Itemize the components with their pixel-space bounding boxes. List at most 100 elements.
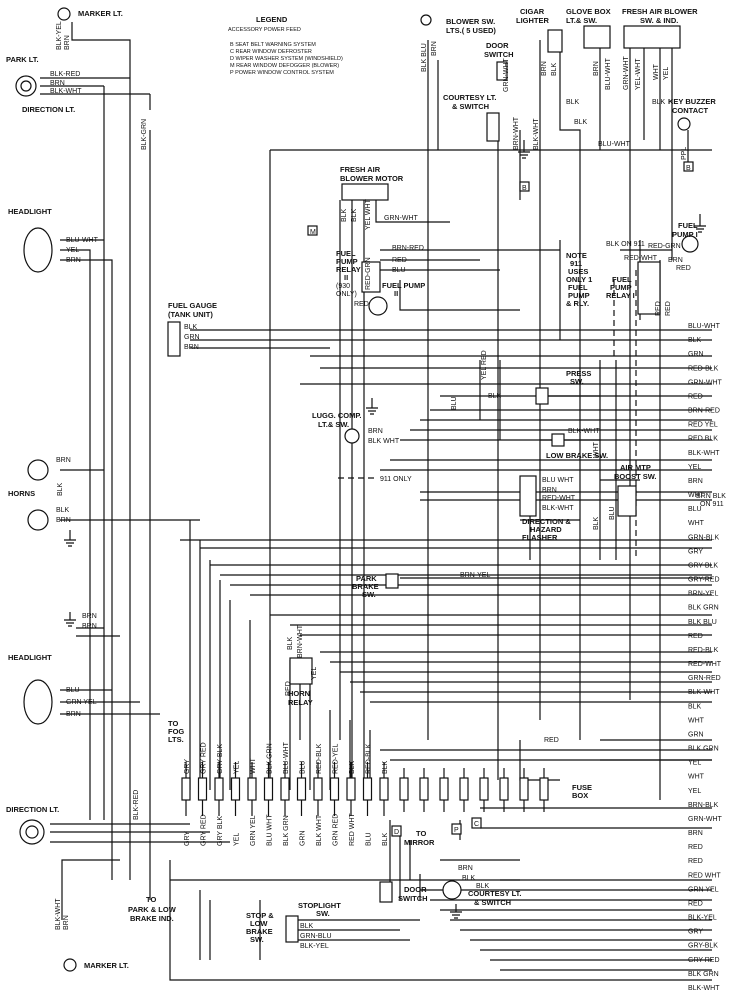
legend-item: P POWER WINDOW CONTROL SYSTEM — [230, 70, 334, 76]
direction-lt-bottom-label: DIRECTION LT. — [6, 805, 59, 814]
wire-label: YEL — [66, 247, 79, 254]
fuse-bottom-label: BLK WHT — [316, 814, 323, 846]
wire-label: GRN YEL — [66, 699, 97, 706]
courtesy-lt-top-label-2: & SWITCH — [452, 102, 489, 111]
right-wire-label: BLU — [688, 506, 702, 513]
fuse — [399, 777, 409, 801]
fuse-bottom-label: GRN YEL — [250, 815, 257, 846]
connector-letter: P — [454, 827, 459, 834]
wire-label: RED-WHT — [542, 495, 576, 502]
fresh-air-sw-label-2: SW. & IND. — [640, 16, 678, 25]
wire-label: BRN-RED — [392, 245, 424, 252]
fuel-pump-relay-2-label: RELAY — [336, 265, 361, 274]
horn-relay-label: HORN — [288, 689, 310, 698]
wire-label: BLK-RED — [50, 71, 80, 78]
wire-label: WHT — [593, 441, 600, 458]
horns-label: HORNS — [8, 489, 35, 498]
right-wire-label: RED-BLK — [688, 647, 719, 654]
wire-label: BLK-WHT — [542, 505, 574, 512]
wire-label: BRN — [593, 61, 600, 76]
stop-low-brake-label: SW. — [250, 935, 264, 944]
fuse-top-label: BLK — [349, 760, 356, 774]
right-wire-label: WHT — [688, 774, 705, 781]
right-wire-label: RED — [688, 633, 703, 640]
wire-label: BRN — [56, 517, 71, 524]
cigar-lighter-label: CIGAR — [520, 7, 545, 16]
fuel-pump-relay-2-label: (930 — [336, 283, 350, 290]
fuel-pump-2-label: II — [394, 289, 398, 298]
right-wire-label: BRN — [688, 830, 703, 837]
right-wire-label: YEL — [688, 760, 701, 767]
wire-label: BLK — [287, 636, 294, 650]
fuse-box-label-2: BOX — [572, 791, 588, 800]
right-wire-label: BLK — [688, 703, 702, 710]
ground-icon — [64, 612, 76, 627]
legend-subtitle: ACCESSORY POWER FEED — [228, 27, 301, 33]
wire-label: RED — [285, 681, 292, 696]
right-wire-label: GRN — [688, 731, 704, 738]
wire-label: BRN — [368, 428, 383, 435]
to-mirror-label: TO — [416, 829, 426, 838]
wire-label: PPL — [681, 147, 688, 160]
fuse — [439, 777, 449, 801]
wire-label: BRN — [458, 865, 473, 872]
wire-label: BLK — [566, 99, 580, 106]
connector-m — [307, 225, 318, 236]
right-wire-label: GRY-BLK — [688, 943, 718, 950]
fuel-pump-2-symbol — [368, 296, 388, 316]
right-wire-label: WHT — [688, 717, 705, 724]
right-wire-label: BLK GRN — [688, 605, 719, 612]
fuse — [313, 777, 323, 801]
brn-blk-on-911-label-2: ON 911 — [700, 501, 724, 508]
wire-label: BRN — [542, 487, 557, 494]
fuse-bottom-label: GRN — [300, 830, 307, 846]
wire-label: BLK — [476, 883, 490, 890]
right-wire-label: GRY — [688, 548, 703, 555]
fuse — [479, 777, 489, 801]
wire-label: BRN — [56, 457, 71, 464]
fuel-pump-1-label: PUMP I — [672, 230, 698, 239]
wire-label: GRN-WHT — [384, 215, 419, 222]
wire-label: BLK-RED — [133, 790, 140, 820]
right-wire-label: GRY BLK — [688, 562, 718, 569]
cigar-lighter-symbol — [547, 29, 563, 53]
marker-lt-bottom-label: MARKER LT. — [84, 961, 129, 970]
wire-label: BRN — [63, 915, 70, 930]
fuse-bottom-label: YEL — [234, 833, 241, 846]
marker-lt-bottom-symbol — [63, 958, 77, 972]
fuel-gauge-label: FUEL GAUGE — [168, 301, 217, 310]
fuse — [280, 777, 290, 801]
fuse-bottom-label: GRY — [184, 831, 191, 846]
blk-on-911-label: BLK ON 911 — [606, 241, 645, 248]
wire-label: BLK — [593, 516, 600, 530]
headlight-bottom-label: HEADLIGHT — [8, 653, 52, 662]
wire-label: BLK — [574, 119, 588, 126]
door-switch-top-label: DOOR — [486, 41, 509, 50]
connector-b — [683, 161, 694, 172]
wire-label: YEL WHT — [365, 198, 372, 230]
right-wire-label: YEL — [688, 788, 701, 795]
wire-label: GRN-BLU — [300, 933, 332, 940]
wire-label: BRN — [82, 623, 97, 630]
glove-box-label-2: LT.& SW. — [566, 16, 597, 25]
right-wire-label: GRY — [688, 929, 703, 936]
fresh-air-motor-label-2: BLOWER MOTOR — [340, 174, 404, 183]
to-park-label: BRAKE IND. — [130, 914, 174, 923]
fuse-box — [181, 762, 549, 837]
fuse — [519, 777, 529, 801]
right-wire-label: GRN — [688, 351, 704, 358]
component-symbols — [15, 7, 706, 972]
courtesy-lt-top-symbol — [486, 112, 500, 142]
key-buzzer-label: KEY BUZZER — [668, 97, 716, 106]
lugg-comp-symbol — [344, 428, 360, 444]
fuel-pump-2-label: FUEL PUMP — [382, 281, 425, 290]
stop-low-brake-label: BRAKE — [246, 927, 273, 936]
courtesy-lt-bottom-symbol — [442, 880, 462, 900]
fuse — [499, 777, 509, 801]
courtesy-lt-top-label: COURTESY LT. — [443, 93, 496, 102]
to-park-label: PARK & LOW — [128, 905, 177, 914]
fuel-pump-relay-1-label: FUEL — [612, 275, 632, 284]
legend-item: B SEAT BELT WARNING SYSTEM — [230, 42, 316, 48]
